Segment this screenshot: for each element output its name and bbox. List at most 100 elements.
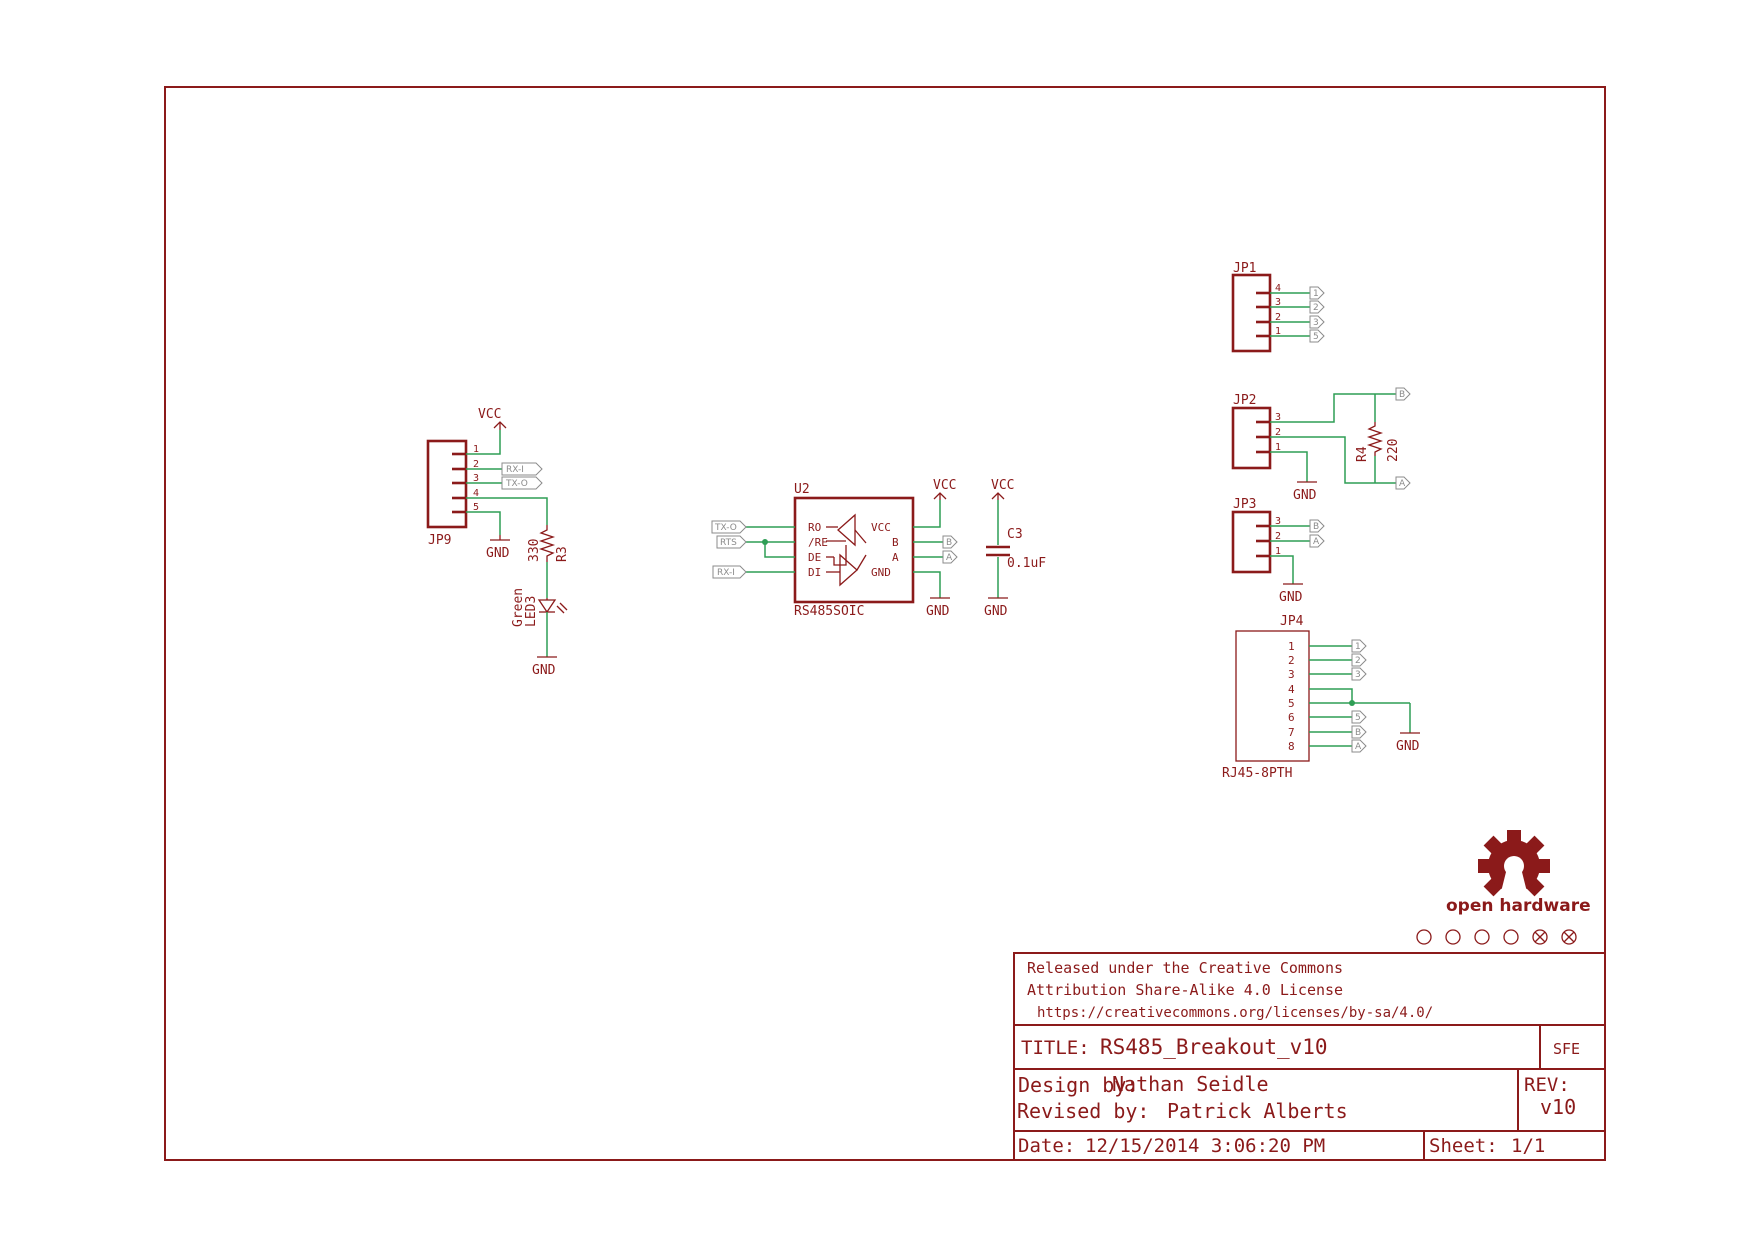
r4-value: 220 (1386, 439, 1401, 462)
svg-text:B: B (1399, 390, 1405, 400)
jp2-pin-3: 3 (1275, 412, 1281, 423)
jp3-pin-3: 3 (1275, 516, 1281, 527)
u2-gnd-label: GND (926, 604, 950, 619)
jp2-gnd-symbol: GND (1293, 481, 1317, 503)
jp9-ref: JP9 (428, 533, 451, 548)
jp4-value: RJ45-8PTH (1222, 766, 1292, 781)
jp1-connector: JP1 4 3 2 1 (1231, 261, 1281, 353)
u2-rs485-ic: U2 RS485SOIC RO /RE DE DI VCC B A GND (793, 482, 915, 619)
led3-gnd-label: GND (532, 663, 556, 678)
date-value: 12/15/2014 3:06:20 PM (1085, 1135, 1325, 1157)
fiducial-marks (1416, 929, 1577, 945)
svg-text:5: 5 (1355, 713, 1361, 723)
r3-resistor: 330 R3 (527, 525, 570, 562)
u2-pin-de: DE (808, 551, 821, 564)
u2-value: RS485SOIC (794, 604, 864, 619)
date-label: Date: (1018, 1135, 1075, 1157)
svg-text:RX-I: RX-I (717, 568, 735, 578)
c3-vcc-label: VCC (991, 478, 1014, 493)
u2-pin-ro: RO (808, 521, 821, 534)
jp4-pin-1: 1 (1288, 640, 1295, 653)
svg-text:1: 1 (1313, 289, 1319, 299)
title-value: RS485_Breakout_v10 (1100, 1035, 1328, 1059)
jp2-pin-2: 2 (1275, 427, 1281, 438)
jp3-gnd-symbol: GND (1279, 583, 1303, 605)
jp4-gnd-symbol: GND (1396, 732, 1420, 754)
sheet-value: 1/1 (1511, 1135, 1545, 1157)
revised-label: Revised by: (1017, 1099, 1149, 1123)
svg-text:A: A (1399, 479, 1406, 489)
svg-text:A: A (1313, 537, 1320, 547)
svg-text:TX-O: TX-O (714, 523, 737, 533)
svg-text:B: B (946, 538, 952, 548)
license-line-1: Released under the Creative Commons (1027, 959, 1343, 977)
rev-label: REV: (1524, 1074, 1570, 1096)
svg-text:RX-I: RX-I (506, 465, 524, 475)
svg-text:A: A (1355, 742, 1362, 752)
c3-gnd-symbol: GND (984, 597, 1008, 619)
jp3-flags: B A (1309, 519, 1325, 548)
jp1-pin-1: 1 (1275, 326, 1281, 337)
u2-pin-vcc: VCC (871, 521, 891, 534)
u2-rxi-flag: RX-I (712, 565, 747, 579)
jp9-gnd-label: GND (486, 546, 510, 561)
led3-gnd-symbol: GND (532, 656, 557, 678)
svg-text:2: 2 (1313, 303, 1319, 313)
svg-text:3: 3 (1313, 318, 1319, 328)
r4-resistor: R4 220 (1355, 422, 1401, 462)
led3-value: Green (511, 588, 526, 627)
jp4-pin-7: 7 (1288, 726, 1295, 739)
jp9-gnd-symbol: GND (486, 535, 510, 561)
license-url: https://creativecommons.org/licenses/by-… (1037, 1005, 1433, 1021)
u2-b-flag: B (942, 535, 958, 549)
license-line-2: Attribution Share-Alike 4.0 License (1027, 981, 1343, 999)
jp2-ref: JP2 (1233, 393, 1256, 408)
jp4-pin-2: 2 (1288, 654, 1295, 667)
drawing-frame (164, 86, 1606, 1161)
jp4-pin-6: 6 (1288, 711, 1295, 724)
u2-rts-flag: RTS (716, 535, 747, 549)
svg-text:RTS: RTS (720, 538, 737, 548)
jp1-pin-3: 3 (1275, 297, 1281, 308)
u2-junction (762, 539, 768, 545)
u2-pin-di: DI (808, 566, 821, 579)
r3-value: 330 (527, 539, 542, 562)
jp4-gnd-label: GND (1396, 739, 1420, 754)
u2-pin-re: /RE (808, 536, 828, 549)
jp9-pin-3: 3 (473, 473, 479, 484)
led3-diode: Green LED3 (511, 588, 568, 627)
svg-text:A: A (946, 553, 953, 563)
jp2-gnd-label: GND (1293, 488, 1317, 503)
jp4-pin-4: 4 (1288, 683, 1295, 696)
jp1-ref: JP1 (1233, 261, 1256, 276)
sheet-label: Sheet: (1429, 1135, 1498, 1157)
jp4-ref: JP4 (1280, 614, 1304, 629)
svg-text:3: 3 (1355, 670, 1361, 680)
svg-text:TX-O: TX-O (505, 479, 528, 489)
jp2-pin-1: 1 (1275, 442, 1281, 453)
jp3-pin-2: 2 (1275, 531, 1281, 542)
jp4-flags: 1 2 3 5 B A (1351, 639, 1367, 753)
jp1-flags: 1 2 3 5 (1309, 286, 1325, 343)
u2-gnd-symbol: GND (926, 597, 950, 619)
jp4-pin-5: 5 (1288, 697, 1295, 710)
svg-text:B: B (1355, 728, 1361, 738)
svg-text:2: 2 (1355, 656, 1361, 666)
jp9-pin-4: 4 (473, 488, 479, 499)
jp9-rx-flag: RX-I (501, 462, 543, 476)
gear-icon (1478, 830, 1550, 897)
jp3-connector: JP3 3 2 1 (1231, 497, 1281, 574)
jp4-junction (1349, 700, 1355, 706)
svg-text:5: 5 (1313, 332, 1319, 342)
jp1-pin-4: 4 (1275, 283, 1281, 294)
c3-vcc-symbol: VCC (991, 478, 1014, 500)
u2-pin-a: A (892, 551, 899, 564)
r3-ref: R3 (555, 546, 570, 562)
title-label: TITLE: (1021, 1037, 1090, 1059)
jp2-b-flag: B (1395, 387, 1411, 401)
jp4-rj45-connector: JP4 RJ45-8PTH 1 2 3 4 5 6 7 8 (1222, 614, 1310, 781)
u2-txo-flag: TX-O (711, 520, 747, 534)
jp9-pin-1: 1 (473, 444, 479, 455)
jp9-tx-flag: TX-O (501, 476, 543, 490)
c3-value: 0.1uF (1007, 556, 1046, 571)
